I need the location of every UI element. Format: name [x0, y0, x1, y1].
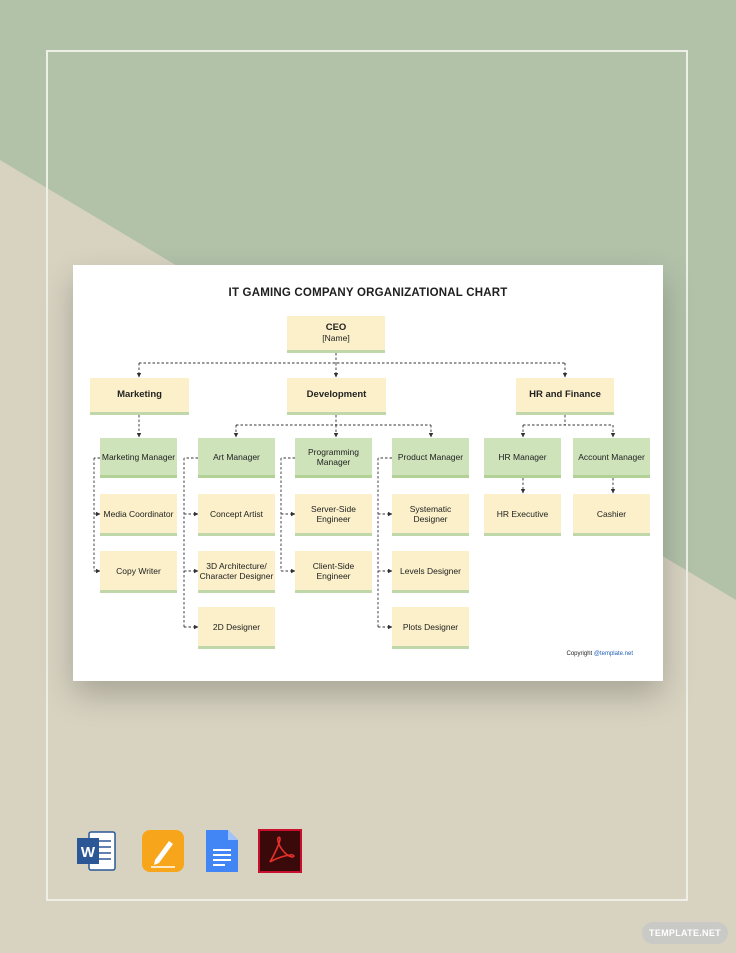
copy-writer-box: Copy Writer	[100, 551, 177, 593]
server-side-engineer-box: Server-Side Engineer	[295, 494, 372, 536]
programming-manager-box: Programming Manager	[295, 438, 372, 478]
copyright-label: Copyright	[566, 651, 593, 657]
ceo-box: CEO [Name]	[287, 316, 385, 353]
ceo-name: [Name]	[322, 333, 350, 343]
department-hr-finance: HR and Finance	[516, 378, 614, 415]
plots-designer-box: Plots Designer	[392, 607, 469, 649]
client-side-engineer-box: Client-Side Engineer	[295, 551, 372, 593]
hr-manager-box: HR Manager	[484, 438, 561, 478]
connector-lines	[93, 353, 616, 630]
marketing-manager-box: Marketing Manager	[100, 438, 177, 478]
architecture-designer-box: 3D Architecture/ Character Designer	[198, 551, 275, 593]
chart-title: IT GAMING COMPANY ORGANIZATIONAL CHART	[228, 287, 508, 299]
ceo-title: CEO	[325, 322, 347, 333]
media-coordinator-box: Media Coordinator	[100, 494, 177, 536]
department-marketing: Marketing	[90, 378, 189, 415]
svg-text:W: W	[81, 844, 96, 861]
concept-artist-box: Concept Artist	[198, 494, 275, 536]
copyright-link[interactable]: @template.net	[593, 651, 633, 657]
document-preview: IT GAMING COMPANY ORGANIZATIONAL CHART	[73, 265, 663, 681]
pdf-icon[interactable]	[258, 829, 302, 873]
2d-designer-box: 2D Designer	[198, 607, 275, 649]
art-manager-box: Art Manager	[198, 438, 275, 478]
word-icon[interactable]: W	[75, 829, 119, 873]
account-manager-box: Account Manager	[573, 438, 650, 478]
department-development: Development	[287, 378, 386, 415]
systematic-designer-box: Systematic Designer	[392, 494, 469, 536]
white-frame	[46, 50, 688, 901]
copyright-note: Copyright @template.net	[567, 651, 633, 657]
pages-icon[interactable]	[141, 829, 185, 873]
levels-designer-box: Levels Designer	[392, 551, 469, 593]
product-manager-box: Product Manager	[392, 438, 469, 478]
google-docs-icon[interactable]	[200, 829, 244, 873]
hr-executive-box: HR Executive	[484, 494, 561, 536]
cashier-box: Cashier	[573, 494, 650, 536]
template-net-badge[interactable]: TEMPLATE.NET	[642, 922, 728, 944]
